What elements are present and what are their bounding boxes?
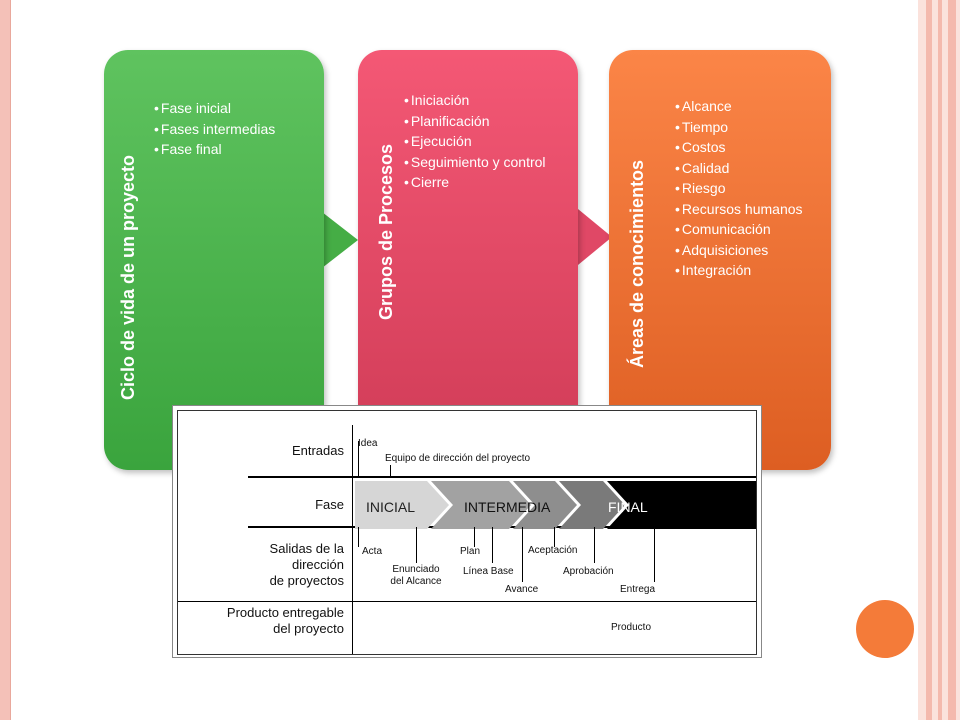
slide-left-border (0, 0, 11, 720)
input-equipo: Equipo de dirección del proyecto (385, 453, 531, 464)
phase-intermedia-label: INTERMEDIA (464, 499, 551, 515)
arrow-right-icon (578, 209, 612, 265)
list-item: Comunicación (675, 219, 803, 240)
row-label-salidas: Salidas de la dirección de proyectos (218, 541, 344, 589)
output-avance: Avance (505, 584, 539, 595)
phase-chevron-intermedia (513, 481, 577, 529)
row-label-producto: Producto entregable del proyecto (188, 605, 344, 637)
row-label-line: Salidas de la (269, 541, 344, 556)
arrow-right-icon (322, 212, 358, 268)
row-label-line: del proyecto (273, 621, 344, 636)
phase-final-label: FINAL (608, 499, 648, 515)
phase-band (355, 481, 756, 529)
slide-right-border (918, 0, 960, 720)
phase-chevron-intermedia (431, 481, 531, 529)
divider (352, 425, 353, 654)
panel-areas-de-conocimientos: Áreas de conocimientos Alcance Tiempo Co… (609, 50, 831, 470)
list-item: Alcance (675, 96, 803, 117)
list-item: Calidad (675, 158, 803, 179)
list-item: Seguimiento y control (404, 152, 546, 173)
tick-line (654, 527, 655, 582)
tick-line (492, 527, 493, 563)
row-label-line: de proyectos (269, 573, 344, 588)
row-label-fase: Fase (315, 497, 344, 512)
list-item: Ejecución (404, 131, 546, 152)
output-enunciado-line: Enunciado (392, 564, 440, 575)
list-item: Riesgo (675, 178, 803, 199)
phase-inicial-label: INICIAL (366, 499, 416, 515)
input-idea: Idea (358, 438, 378, 449)
output-entrega: Entrega (620, 584, 656, 595)
output-linea-base: Línea Base (463, 566, 514, 577)
tick-line (416, 527, 417, 563)
list-item: Tiempo (675, 117, 803, 138)
lifecycle-diagram: Entradas Fase Salidas de la dirección de… (172, 405, 762, 658)
decorative-circle (856, 600, 914, 658)
tick-line (358, 527, 359, 547)
tick-line (522, 527, 523, 582)
list-item: Adquisiciones (675, 240, 803, 261)
output-aceptacion: Aceptación (528, 545, 578, 556)
phase-chevron-intermedia (559, 481, 625, 529)
row-label-entradas: Entradas (291, 443, 344, 458)
list-item: Recursos humanos (675, 199, 803, 220)
product-label: Producto (611, 622, 652, 633)
list-item: Iniciación (404, 90, 546, 111)
tick-line (554, 527, 555, 547)
divider (178, 601, 756, 602)
panel-ciclo-de-vida: Ciclo de vida de un proyecto Fase inicia… (104, 50, 324, 470)
list-item: Planificación (404, 111, 546, 132)
list-item: Fase final (154, 139, 275, 160)
bullet-list: Alcance Tiempo Costos Calidad Riesgo Rec… (675, 96, 803, 281)
output-plan: Plan (460, 546, 481, 557)
output-aprobacion: Aprobación (563, 566, 614, 577)
tick-line (474, 527, 475, 547)
tick-line (358, 441, 359, 476)
bullet-list: Fase inicial Fases intermedias Fase fina… (154, 98, 275, 160)
panel-grupos-de-procesos: Grupos de Procesos Iniciación Planificac… (358, 50, 578, 470)
bullet-list: Iniciación Planificación Ejecución Segui… (404, 90, 546, 193)
list-item: Costos (675, 137, 803, 158)
tick-line (390, 465, 391, 476)
phase-chevron-final (607, 481, 756, 529)
row-label-line: Producto entregable (226, 605, 344, 620)
diagram-frame: Entradas Fase Salidas de la dirección de… (177, 410, 757, 655)
list-item: Fases intermedias (154, 119, 275, 140)
panel-title: Ciclo de vida de un proyecto (118, 154, 138, 400)
list-item: Integración (675, 260, 803, 281)
list-item: Fase inicial (154, 98, 275, 119)
output-enunciado-line: del Alcance (390, 576, 442, 587)
phase-chevron-inicial (355, 481, 449, 529)
row-label-line: dirección (291, 557, 344, 572)
list-item: Cierre (404, 172, 546, 193)
divider (248, 476, 756, 478)
output-enunciado: Enunciado del Alcance (388, 564, 444, 588)
output-acta: Acta (362, 546, 383, 557)
tick-line (594, 527, 595, 563)
